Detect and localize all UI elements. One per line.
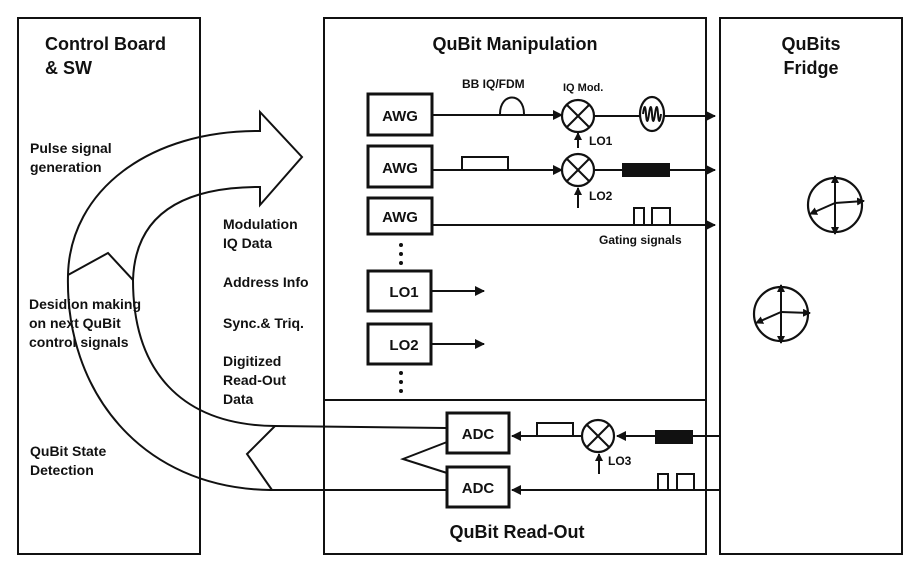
manipulation-panel — [323, 17, 707, 555]
manipulation-title: QuBit Manipulation — [433, 34, 598, 54]
mixer-icon-3 — [580, 418, 616, 454]
decision-label-3: control signals — [29, 334, 129, 350]
digitized-label-3: Data — [223, 391, 254, 407]
sync-label: Sync.& Triq. — [223, 315, 304, 331]
readout-gating-pulses — [657, 473, 695, 490]
gating-signals-label: Gating signals — [599, 233, 682, 247]
lo-block-1: LO1 — [366, 269, 485, 313]
svg-text:LO1: LO1 — [389, 284, 418, 301]
awg-block-3: AWG — [366, 196, 434, 236]
iq-mod-label: IQ Mod. — [563, 82, 603, 94]
pulse-label-2: generation — [30, 159, 102, 175]
detection-label-2: Detection — [30, 462, 94, 478]
detection-label-1: QuBit State — [30, 443, 106, 459]
svg-text:ADC: ADC — [462, 480, 495, 497]
decision-label-2: on next QuBit — [29, 315, 121, 331]
modulation-label-2: IQ Data — [223, 235, 272, 251]
svg-text:AWG: AWG — [382, 160, 418, 177]
digitized-label-2: Read-Out — [223, 372, 286, 388]
bloch-sphere-icon-1 — [806, 175, 865, 235]
ellipsis-dots-2 — [399, 371, 403, 393]
fridge-title-1: QuBits — [781, 34, 840, 54]
awg-block-2: AWG — [366, 144, 434, 189]
feedback-loop-arrow — [67, 109, 304, 283]
decision-label-1: Desidion making — [29, 296, 141, 312]
readout-title: QuBit Read-Out — [450, 522, 585, 542]
svg-text:ADC: ADC — [462, 426, 495, 443]
svg-text:AWG: AWG — [382, 108, 418, 125]
lo2-mixer-label: LO2 — [589, 189, 613, 203]
rect-pulse-shape — [461, 156, 509, 170]
readout-rect-pulse — [536, 422, 574, 436]
control-title-2: & SW — [45, 58, 92, 78]
svg-text:LO2: LO2 — [389, 337, 418, 354]
address-label: Address Info — [223, 274, 309, 290]
lo3-mixer-label: LO3 — [608, 454, 632, 468]
awg-block-1: AWG — [366, 92, 434, 137]
pulse-label-1: Pulse signal — [30, 140, 112, 156]
modulated-wave-icon — [638, 95, 666, 133]
filled-pulse-shape — [622, 163, 670, 177]
modulation-label-1: Modulation — [223, 216, 298, 232]
bb-pulse-shape — [499, 96, 525, 115]
ellipsis-dots-1 — [399, 243, 403, 265]
readout-return-notch — [245, 425, 276, 491]
readout-filled-pulse — [655, 430, 693, 444]
gating-pulses-shape — [633, 207, 671, 224]
mixer-icon-1 — [560, 98, 596, 134]
digitized-label-1: Digitized — [223, 353, 281, 369]
adc-block-1: ADC — [445, 411, 511, 455]
adc-block-2: ADC — [445, 465, 511, 509]
bb-iq-fdm-label: BB IQ/FDM — [462, 77, 525, 91]
fridge-panel — [719, 17, 903, 555]
svg-text:AWG: AWG — [382, 209, 418, 226]
readout-return-curve-outer — [66, 274, 446, 491]
readout-return-curve-inner — [132, 279, 447, 429]
fridge-title-2: Fridge — [783, 58, 838, 78]
adc-split-connector — [399, 441, 448, 474]
lo-block-2: LO2 — [366, 322, 485, 366]
mixer-icon-2 — [560, 152, 596, 188]
control-title-1: Control Board — [45, 34, 166, 54]
lo1-mixer-label: LO1 — [589, 134, 613, 148]
bloch-sphere-icon-2 — [752, 284, 811, 344]
control-board-panel — [17, 17, 201, 555]
